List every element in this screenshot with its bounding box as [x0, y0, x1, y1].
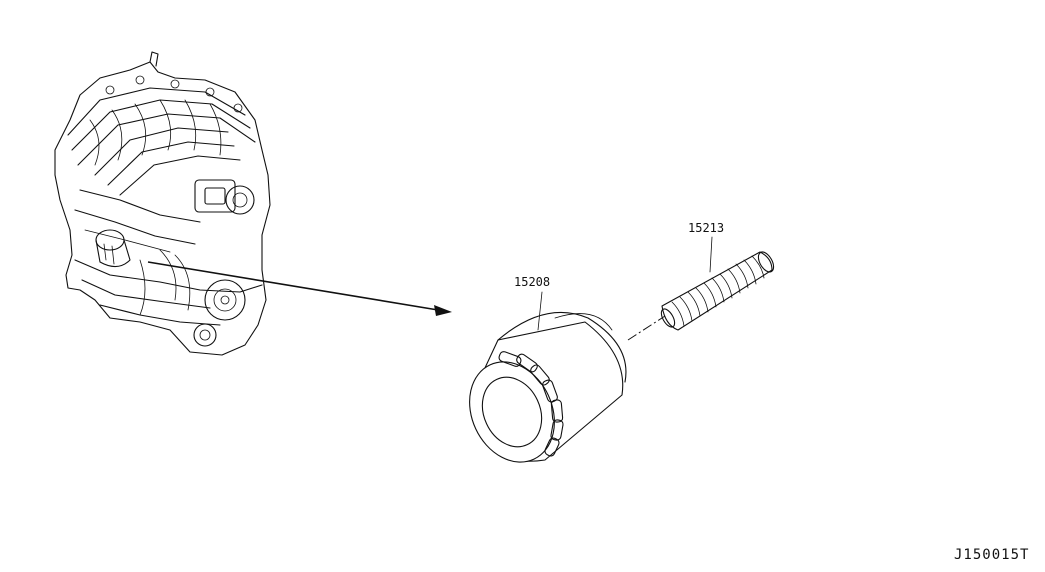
oil-filter-illustration	[469, 291, 627, 463]
diagram-reference-code: J150015T	[954, 547, 1029, 563]
engine-assembly-illustration	[54, 51, 271, 356]
location-pointer-arrow	[147, 261, 452, 316]
assembly-axis-line	[627, 315, 666, 341]
part-label-oil-filter-stud: 15213	[688, 221, 724, 235]
oil-filter-grip-slots	[498, 351, 564, 457]
oil-filter-stud-illustration	[660, 236, 775, 331]
part-label-oil-filter: 15208	[514, 275, 550, 289]
